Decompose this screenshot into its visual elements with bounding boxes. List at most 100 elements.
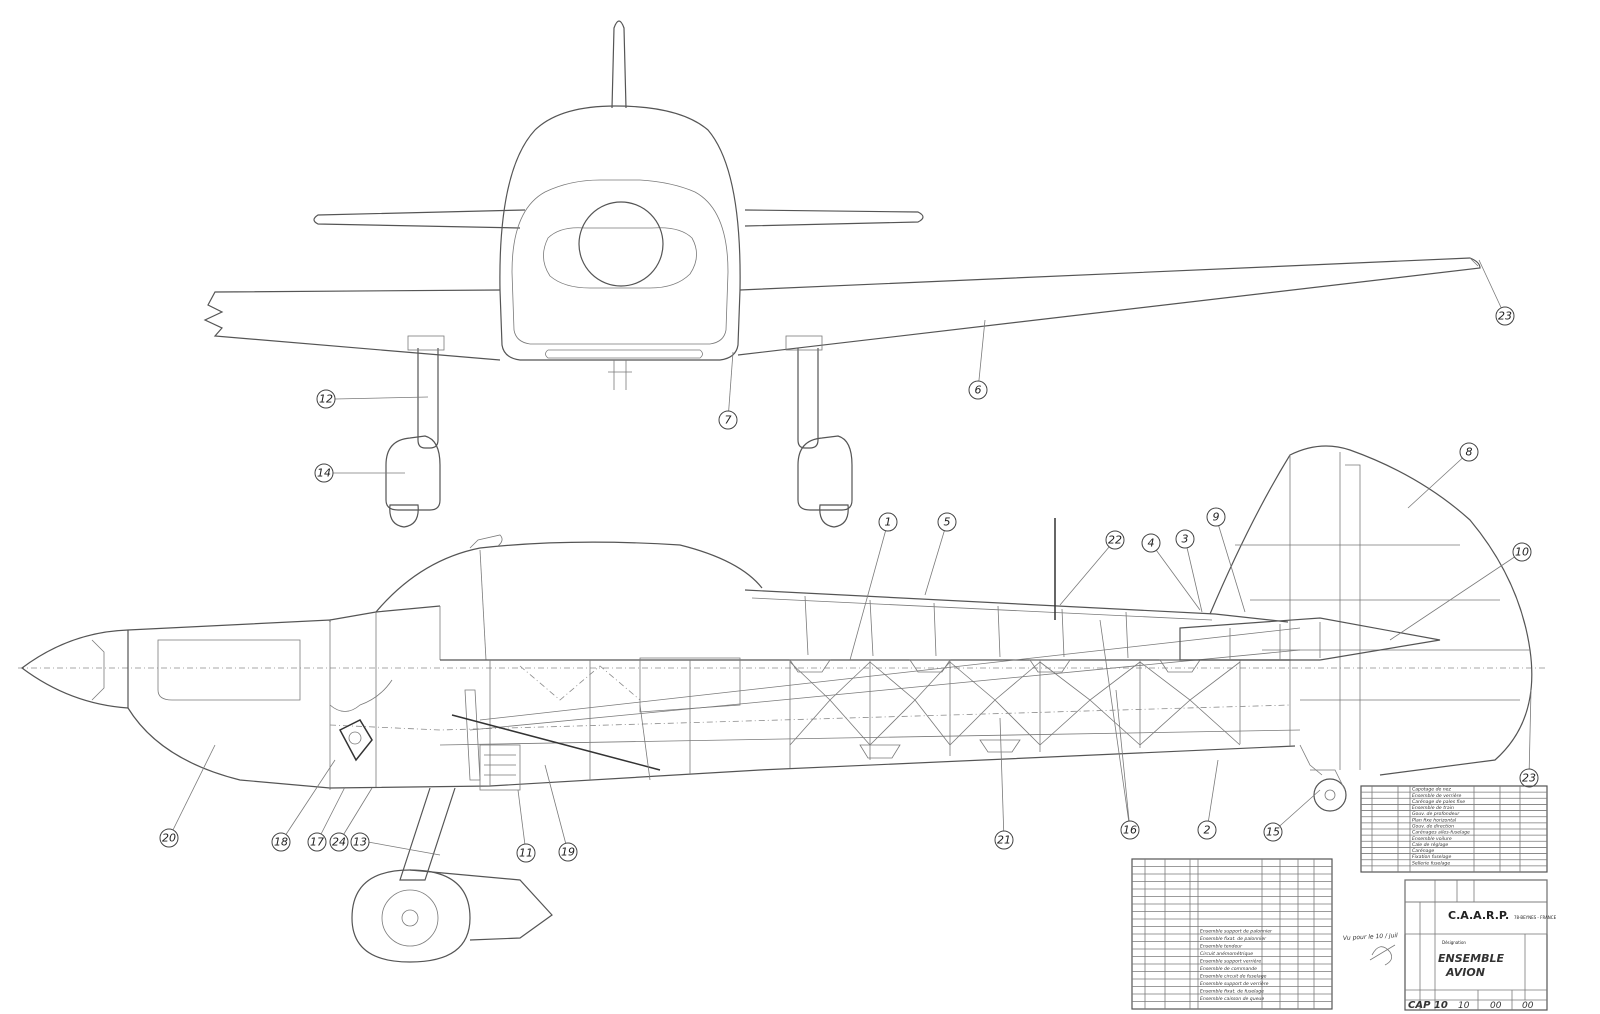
front-wheelpant-left bbox=[385, 435, 441, 511]
parts-list-entry: Cale de réglage bbox=[1412, 841, 1448, 848]
callout-13: 13 bbox=[350, 832, 370, 852]
drawing-title-line1: ENSEMBLE bbox=[1438, 952, 1504, 965]
callout-11: 11 bbox=[516, 843, 536, 863]
side-wheel-pant bbox=[409, 869, 553, 941]
side-view bbox=[18, 445, 1545, 963]
svg-text:2: 2 bbox=[1204, 824, 1211, 837]
callouts: 1 2 3 4 5 6 7 8 9 10 11 12 13 14 15 16 1… bbox=[159, 306, 1539, 863]
svg-text:1: 1 bbox=[885, 516, 892, 529]
callout-7: 7 bbox=[718, 410, 738, 430]
svg-text:22: 22 bbox=[1108, 534, 1122, 547]
svg-text:10: 10 bbox=[1515, 546, 1529, 559]
parts-list-entry: Ensemble voilure bbox=[1412, 836, 1452, 842]
parts-list-entry: Gouv. de direction bbox=[1412, 824, 1454, 830]
side-canopy bbox=[375, 541, 763, 613]
front-wheelpant-right bbox=[797, 435, 853, 511]
side-fuselage-bottom bbox=[329, 745, 1296, 789]
svg-text:4: 4 bbox=[1148, 537, 1155, 550]
side-cowl-top bbox=[127, 619, 331, 631]
side-main-gear-leg bbox=[399, 787, 456, 881]
lower-table-entry: Ensemble support verrière bbox=[1200, 958, 1261, 965]
lower-table-entry: Ensemble support de palonnier bbox=[1200, 929, 1273, 935]
parts-list-entry: Fixation fuselage bbox=[1412, 854, 1451, 860]
front-spinner bbox=[578, 201, 664, 287]
lower-table-entry: Ensemble tendeur bbox=[1200, 944, 1243, 950]
company-location: 78-BEYNES - FRANCE bbox=[1514, 915, 1557, 920]
front-cowl bbox=[511, 179, 729, 345]
front-stab-right bbox=[744, 209, 924, 227]
drawing-number-part-2: 00 bbox=[1490, 1001, 1502, 1011]
svg-text:18: 18 bbox=[274, 836, 288, 849]
side-cowl-panel bbox=[157, 639, 301, 701]
drawing-number: CAP 10 bbox=[1408, 1000, 1448, 1011]
front-gear-leg-left bbox=[417, 348, 439, 449]
svg-text:20: 20 bbox=[162, 832, 176, 845]
callout-1: 1 bbox=[878, 512, 898, 532]
lower-table-entry: Ensemble support de verrière bbox=[1200, 980, 1269, 987]
drawing-number-part-1: 10 bbox=[1458, 1001, 1470, 1011]
svg-text:16: 16 bbox=[1123, 824, 1137, 837]
side-stabilizer bbox=[1179, 617, 1441, 661]
svg-text:8: 8 bbox=[1466, 446, 1473, 459]
parts-list-entry: Carénage bbox=[1412, 847, 1434, 854]
parts-list-entry: Plan fixe horizontal bbox=[1412, 817, 1457, 823]
parts-list-entry: Gouv. de profondeur bbox=[1412, 811, 1460, 817]
leader-lines bbox=[168, 259, 1532, 856]
callout-23-side: 23 bbox=[1519, 768, 1539, 788]
side-cowl-bottom bbox=[127, 707, 331, 789]
callout-23-top: 23 bbox=[1495, 306, 1515, 326]
parts-list-entry: Carénages ailes-fuselage bbox=[1412, 829, 1470, 836]
svg-text:21: 21 bbox=[997, 834, 1011, 847]
svg-text:7: 7 bbox=[725, 414, 732, 427]
front-wing-right bbox=[737, 257, 1481, 356]
callout-19: 19 bbox=[558, 842, 578, 862]
callout-24: 24 bbox=[329, 832, 349, 852]
side-fin-rudder bbox=[1209, 445, 1533, 776]
svg-text:19: 19 bbox=[561, 846, 575, 859]
callout-14: 14 bbox=[314, 463, 334, 483]
front-wheel-left bbox=[389, 504, 419, 528]
lower-table-entry: Ensemble fixat. de palonnier bbox=[1200, 936, 1267, 942]
drawing-number-part-3: 00 bbox=[1522, 1001, 1534, 1011]
front-wing-left bbox=[203, 289, 501, 361]
svg-text:15: 15 bbox=[1266, 826, 1280, 839]
svg-text:14: 14 bbox=[317, 467, 331, 480]
parts-list-entry: Ensemble de train bbox=[1412, 805, 1454, 811]
callout-9: 9 bbox=[1206, 507, 1226, 527]
designation-header: Désignation bbox=[1442, 940, 1466, 945]
callout-18: 18 bbox=[271, 832, 291, 852]
callout-12: 12 bbox=[316, 389, 336, 409]
callout-16: 16 bbox=[1120, 820, 1140, 840]
callout-5: 5 bbox=[937, 512, 957, 532]
front-wheel-right bbox=[819, 504, 849, 528]
signature-mark bbox=[1369, 944, 1396, 966]
parts-list-entry: Sellerie fuselage bbox=[1412, 860, 1450, 866]
callout-20: 20 bbox=[159, 828, 179, 848]
lower-table-entry: Ensemble de commande bbox=[1200, 966, 1257, 972]
callout-6: 6 bbox=[968, 380, 988, 400]
lower-table-entry: Circuit anémométrique bbox=[1200, 950, 1253, 957]
svg-text:5: 5 bbox=[944, 516, 951, 529]
callout-17: 17 bbox=[307, 832, 327, 852]
drawing-title-line2: AVION bbox=[1445, 966, 1485, 979]
callout-2: 2 bbox=[1197, 820, 1217, 840]
parts-list-entry: Carénage de pales fixe bbox=[1412, 798, 1465, 805]
callout-22: 22 bbox=[1105, 530, 1125, 550]
callout-10: 10 bbox=[1512, 542, 1532, 562]
svg-text:13: 13 bbox=[353, 836, 367, 849]
company-name: C.A.A.R.P. bbox=[1448, 909, 1509, 922]
svg-text:23: 23 bbox=[1498, 310, 1512, 323]
callout-15: 15 bbox=[1263, 822, 1283, 842]
callout-3: 3 bbox=[1175, 529, 1195, 549]
svg-text:9: 9 bbox=[1213, 511, 1220, 524]
front-view bbox=[203, 20, 1481, 528]
side-main-wheel bbox=[351, 869, 471, 963]
svg-text:24: 24 bbox=[332, 836, 346, 849]
front-gear-fairing-right bbox=[785, 335, 823, 351]
front-gear-leg-right bbox=[797, 348, 819, 449]
parts-list-entry: Ensemble de verrière bbox=[1412, 792, 1462, 799]
lower-table-entry: Ensemble fixat. de fuselage bbox=[1200, 989, 1264, 995]
